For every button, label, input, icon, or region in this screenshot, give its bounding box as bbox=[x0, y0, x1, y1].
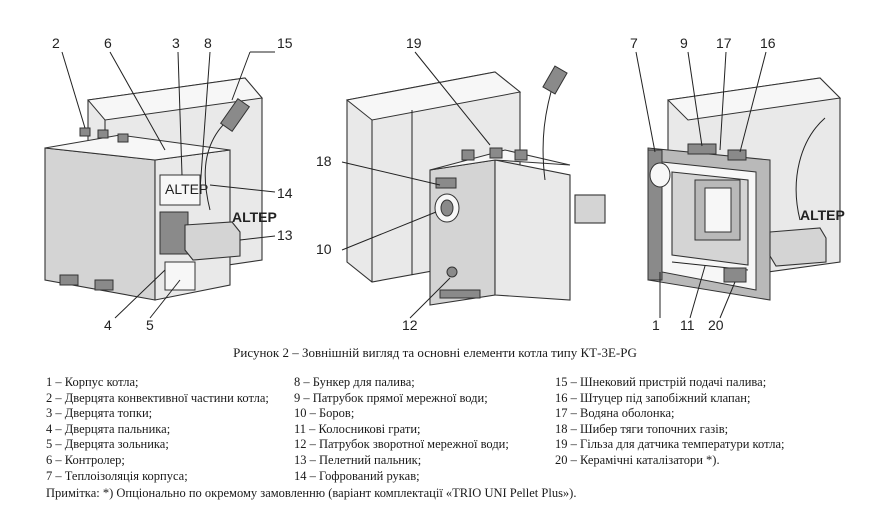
boiler-figure: ALTEP ALTEP 2 6 3 8 15 14 13 4 5 bbox=[44, 35, 845, 333]
legend-item: 6 – Контролер; bbox=[46, 452, 125, 467]
boiler-rear-view: 19 18 10 12 bbox=[316, 35, 606, 333]
legend-item: 3 – Дверцята топки; bbox=[46, 406, 153, 421]
legend-item: 8 – Бункер для палива; bbox=[294, 375, 415, 389]
callout-8: 8 bbox=[204, 35, 212, 51]
callout-16: 16 bbox=[760, 35, 776, 51]
footnote: Примітка: *) Опціонально по окремому зам… bbox=[46, 486, 577, 500]
legend-item: 11 – Колосникові грати; bbox=[294, 421, 421, 436]
logo-text-cutaway: ALTEP bbox=[800, 207, 845, 223]
callout-13: 13 bbox=[277, 227, 293, 243]
callout-6: 6 bbox=[104, 35, 112, 51]
callout-10: 10 bbox=[316, 241, 332, 257]
callout-3: 3 bbox=[172, 35, 180, 51]
legend-item: 4 – Дверцята пальника; bbox=[46, 421, 171, 436]
callout-2: 2 bbox=[52, 35, 60, 51]
callout-18: 18 bbox=[316, 153, 332, 169]
legend-item: 1 – Корпус котла; bbox=[46, 375, 139, 389]
legend-item: 16 – Штуцер під запобіжний клапан; bbox=[555, 390, 751, 405]
logo-text-hopper: ALTEP bbox=[232, 209, 277, 225]
legend-item: 7 – Теплоізоляція корпуса; bbox=[46, 468, 188, 483]
callout-9: 9 bbox=[680, 35, 688, 51]
legend-item: 15 – Шнековий пристрій подачі палива; bbox=[555, 375, 767, 389]
legend-item: 19 – Гільза для датчика температури котл… bbox=[555, 437, 785, 452]
legend-item: 10 – Боров; bbox=[294, 406, 355, 421]
legend-item: 17 – Водяна оболонка; bbox=[555, 406, 675, 421]
callout-4: 4 bbox=[104, 317, 112, 333]
legend-column-2: 8 – Бункер для палива; 9 – Патрубок прям… bbox=[294, 375, 509, 484]
callout-7: 7 bbox=[630, 35, 638, 51]
boiler-cutaway-view: ALTEP 7 9 17 16 1 11 20 bbox=[630, 35, 845, 333]
callout-11: 11 bbox=[680, 317, 695, 333]
legend-item: 14 – Гофрований рукав; bbox=[294, 468, 420, 483]
callout-1: 1 bbox=[652, 317, 660, 333]
callout-19: 19 bbox=[406, 35, 422, 51]
boiler-front-view: ALTEP ALTEP 2 6 3 8 15 14 13 4 5 bbox=[44, 35, 293, 333]
legend-column-1: 1 – Корпус котла; 2 – Дверцята конвектив… bbox=[46, 375, 269, 484]
legend-item: 2 – Дверцята конвективної частини котла; bbox=[46, 390, 269, 405]
legend-column-3: 15 – Шнековий пристрій подачі палива; 16… bbox=[555, 375, 784, 469]
legend-item: 20 – Керамічні каталізатори *). bbox=[555, 452, 720, 467]
callout-15: 15 bbox=[277, 35, 293, 51]
legend-item: 18 – Шибер тяги топочних газів; bbox=[555, 421, 729, 436]
legend-item: 12 – Патрубок зворотної мережної води; bbox=[294, 437, 509, 452]
callout-20: 20 bbox=[708, 317, 724, 333]
legend-item: 9 – Патрубок прямої мережної води; bbox=[294, 390, 488, 405]
logo-text-front: ALTEP bbox=[165, 181, 208, 197]
figure-caption: Рисунок 2 – Зовнішній вигляд та основні … bbox=[233, 345, 637, 360]
callout-5: 5 bbox=[146, 317, 154, 333]
callout-17: 17 bbox=[716, 35, 732, 51]
callout-14: 14 bbox=[277, 185, 293, 201]
legend-item: 13 – Пелетний пальник; bbox=[294, 452, 422, 467]
callout-12: 12 bbox=[402, 317, 418, 333]
legend-item: 5 – Дверцята зольника; bbox=[46, 437, 169, 452]
